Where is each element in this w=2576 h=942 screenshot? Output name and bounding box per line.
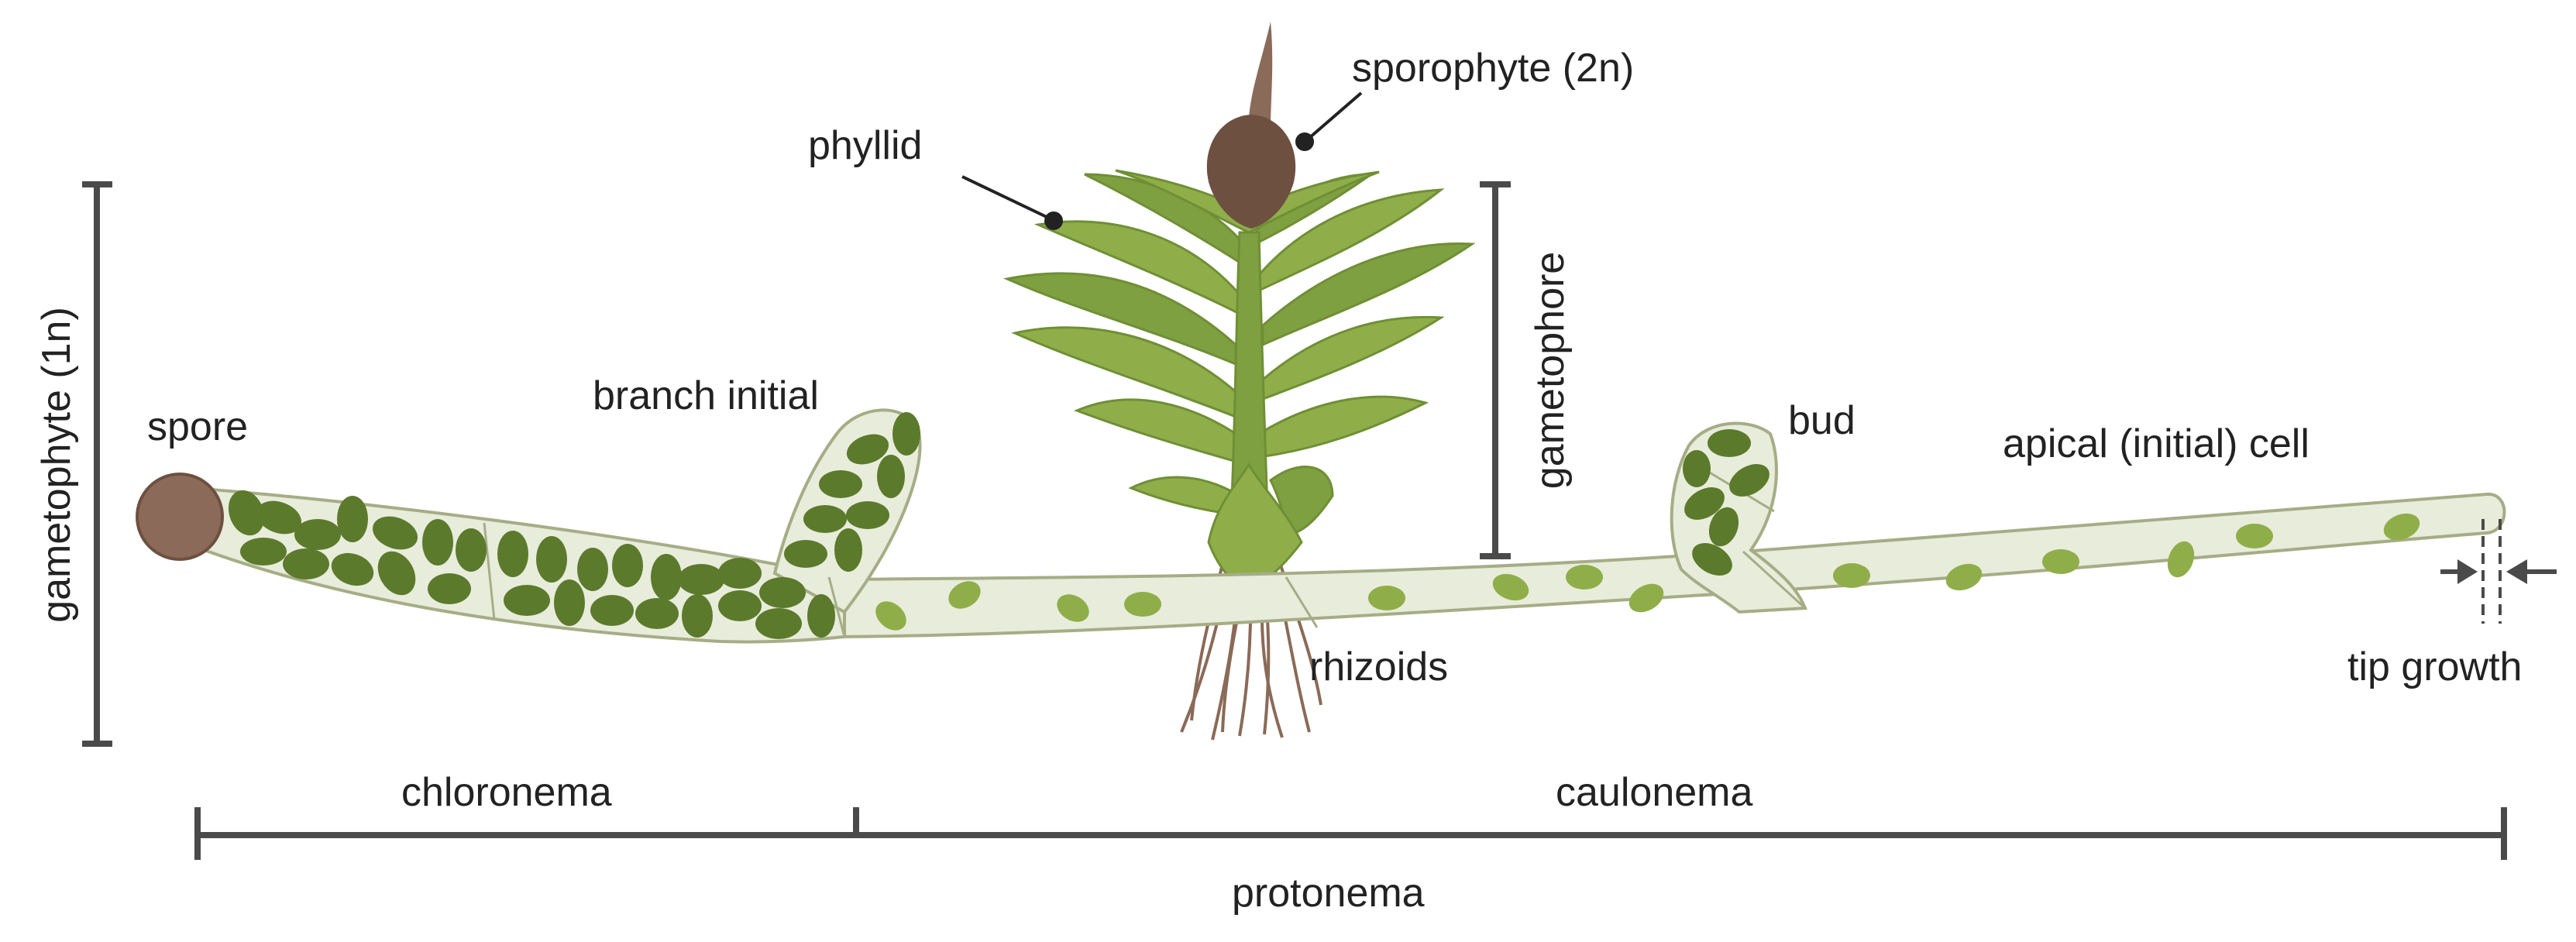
leader-lines bbox=[961, 91, 1363, 230]
tip-growth-marker bbox=[2440, 519, 2557, 624]
label-branch-initial: branch initial bbox=[593, 373, 819, 418]
label-protonema: protonema bbox=[1232, 871, 1425, 916]
label-gametophyte: gametophyte (1n) bbox=[34, 307, 79, 623]
label-rhizoids: rhizoids bbox=[1309, 645, 1448, 689]
gametophore-plant bbox=[1003, 22, 1476, 741]
gametophyte-bracket bbox=[82, 181, 112, 747]
phyllid-leaves bbox=[1003, 169, 1476, 594]
label-tip-growth: tip growth bbox=[2347, 645, 2522, 689]
label-caulonema: caulonema bbox=[1556, 770, 1752, 815]
caulonema-chloroplasts bbox=[875, 513, 2420, 631]
label-phyllid: phyllid bbox=[808, 123, 922, 168]
protonema-bracket bbox=[194, 807, 2507, 860]
label-apical-cell: apical (initial) cell bbox=[2003, 421, 2309, 466]
sporophyte-capsule bbox=[1206, 22, 1296, 229]
label-gametophore: gametophore bbox=[1528, 252, 1573, 489]
gametophore-bracket bbox=[1480, 181, 1511, 559]
label-chloronema: chloronema bbox=[401, 770, 612, 815]
label-spore: spore bbox=[147, 404, 248, 449]
label-sporophyte: sporophyte (2n) bbox=[1352, 46, 1634, 91]
label-bud: bud bbox=[1788, 398, 1855, 443]
protonema-filament bbox=[136, 408, 2506, 644]
chloronema-chloroplasts bbox=[228, 412, 1769, 639]
spore-cell bbox=[136, 473, 224, 561]
caulonema-filament bbox=[835, 492, 2506, 639]
